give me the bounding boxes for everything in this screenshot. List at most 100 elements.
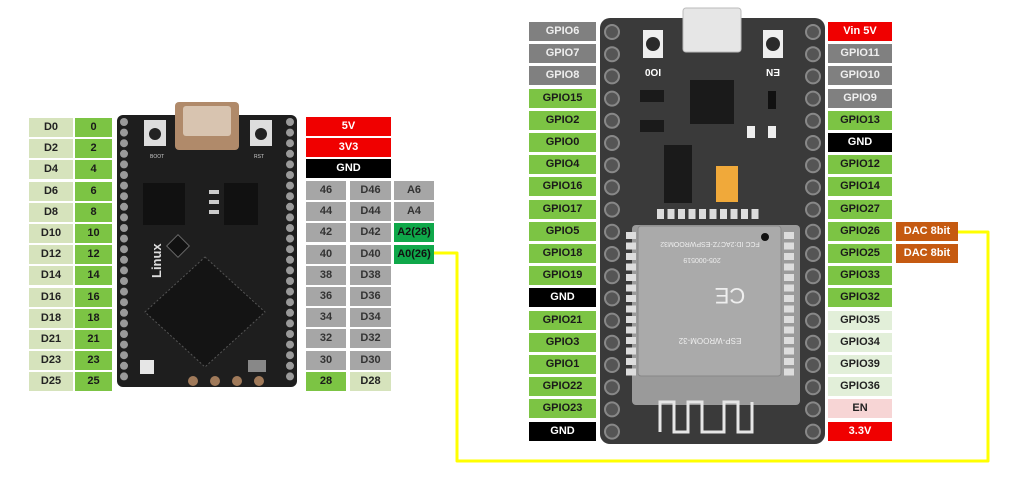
header-hole [604, 312, 620, 329]
io0-button-cap [646, 37, 660, 51]
pin-label: D0 [29, 118, 73, 137]
header-hole [805, 268, 821, 285]
transistor [640, 90, 664, 102]
gpio-pin-label: GPIO23 [529, 399, 596, 419]
header-hole [805, 68, 821, 85]
header-hole [805, 290, 821, 307]
gpio-pin-label: GND [529, 421, 596, 441]
header-pin [286, 361, 294, 370]
pico-left-header [120, 118, 128, 381]
header-pin [120, 202, 128, 211]
header-hole [805, 357, 821, 373]
pin-label: D16 [29, 287, 73, 307]
header-pin [120, 192, 128, 201]
connection-wire [434, 230, 990, 463]
module-pads [626, 209, 794, 376]
pin-number: 21 [75, 330, 112, 349]
flash-chip [143, 183, 185, 225]
gpio-pin-label: GPIO2 [529, 110, 596, 130]
module-pad [784, 305, 794, 313]
pin-label: D25 [29, 372, 73, 392]
header-pin [286, 224, 294, 232]
header-hole [604, 46, 620, 63]
module-shield [637, 225, 782, 377]
header-pin [120, 351, 128, 360]
header-pin [286, 202, 294, 211]
gpio-pin-label: GPIO22 [529, 377, 596, 397]
pin-label: D4 [29, 160, 73, 180]
header-pin [120, 139, 128, 148]
header-pin [286, 277, 294, 285]
header-hole [805, 223, 821, 240]
dac-label: DAC 8bit [896, 244, 958, 263]
cert-silk: 205-000519 [683, 256, 720, 263]
pcb-antenna [658, 400, 754, 434]
module-pad [720, 209, 727, 219]
module-pad [784, 242, 794, 250]
gpio-pin-label: GPIO27 [828, 199, 892, 219]
header-hole [805, 90, 821, 107]
module-pad [784, 295, 794, 302]
gpio-pin-label: GPIO33 [828, 266, 892, 286]
gpio-pin-label: GPIO18 [529, 244, 596, 263]
header-hole [805, 112, 821, 129]
header-pin [286, 330, 294, 338]
pin-label: D36 [350, 287, 391, 306]
header-pin [120, 340, 128, 349]
header-pin [286, 298, 294, 307]
header-hole [604, 223, 620, 240]
module-pad [751, 209, 759, 219]
header-pin [286, 213, 294, 222]
boot-silk: BOOT [150, 154, 164, 160]
header-pin [286, 255, 294, 264]
header-pin [254, 376, 264, 386]
header-hole [805, 157, 821, 174]
gpio-pin-label: GPIO10 [828, 66, 892, 86]
header-hole [604, 201, 620, 218]
header-pin [120, 118, 128, 126]
header-pin [286, 340, 294, 349]
header-hole [604, 379, 620, 396]
pin-number: 0 [75, 118, 112, 137]
gpio-pin-label: GPIO15 [529, 88, 596, 108]
small-chip [165, 233, 191, 259]
power-pin: GND [306, 159, 391, 179]
module-pad [626, 305, 636, 313]
header-hole [604, 401, 620, 418]
module-pad [667, 209, 675, 219]
header-hole [604, 334, 620, 351]
pin-label: D18 [29, 308, 73, 328]
pico-right-header [286, 118, 294, 381]
module-pad [784, 284, 794, 292]
gpio-pin-label: GND [828, 133, 892, 152]
gpio-pin-label: GPIO35 [828, 310, 892, 330]
gpio-pin-label: GPIO32 [828, 288, 892, 308]
micro-usb-connector-icon [682, 7, 742, 53]
pin-label: D32 [350, 329, 391, 349]
gpio-pin-label: GPIO9 [828, 88, 892, 108]
pin-number: 32 [306, 329, 346, 349]
linux-silk: Linux [149, 243, 164, 278]
header-pin [120, 171, 128, 179]
header-pin [232, 376, 242, 386]
module-pad [784, 274, 794, 281]
header-hole [805, 179, 821, 196]
module-pad [626, 295, 636, 302]
pin-label: D21 [29, 330, 73, 349]
module-pad [626, 232, 636, 239]
module-pad [784, 337, 794, 344]
analog-pin-label: A4 [394, 202, 434, 222]
module-pad [626, 316, 636, 323]
module-pad [709, 209, 717, 219]
gpio-pin-label: EN [828, 399, 892, 419]
header-pin [286, 245, 294, 254]
pin-number: 34 [306, 308, 346, 328]
rgb-led [140, 360, 154, 374]
gpio-pin-label: GPIO16 [529, 177, 596, 197]
header-hole [604, 290, 620, 307]
module-pad [626, 242, 636, 250]
gpio-pin-label: GPIO3 [529, 332, 596, 352]
pin-number: 28 [306, 371, 346, 391]
boot-button-cap [149, 128, 161, 140]
